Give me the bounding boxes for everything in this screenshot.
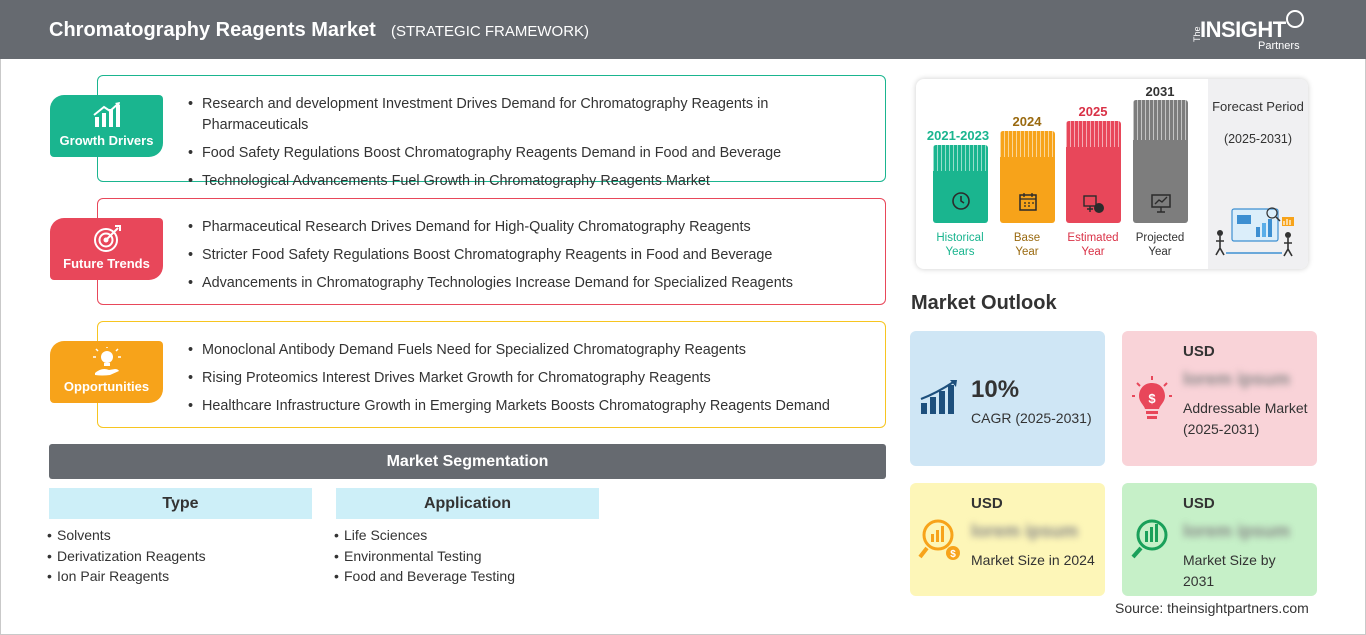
growth-drivers-list: Research and development Investment Driv… [188,94,868,199]
badge-label: Future Trends [63,256,150,271]
growth-chart-icon [93,102,120,127]
size2024-currency: USD [971,495,1003,512]
page-title: Chromatography Reagents Market [49,19,376,41]
opportunities-box: Monoclonal Antibody Demand Fuels Need fo… [97,321,886,428]
size2024-label: Market Size in 2024 [971,552,1095,568]
svg-text:$: $ [1148,391,1156,406]
opportunities-list: Monoclonal Antibody Demand Fuels Need fo… [188,340,868,424]
list-item: Research and development Investment Driv… [188,94,868,136]
segment-list-application: Life Sciences Environmental Testing Food… [334,525,515,587]
list-item: Healthcare Infrastructure Growth in Emer… [188,396,868,417]
future-trends-box: Pharmaceutical Research Drives Demand fo… [97,198,886,305]
source-text: Source: theinsightpartners.com [1115,600,1309,616]
growth-bars-icon [920,380,957,414]
header-bar: Chromatography Reagents Market (STRATEGI… [0,0,1366,59]
segment-heading-application: Application [336,488,599,519]
history-icon [952,192,970,210]
cagr-card: 10% CAGR (2025-2031) [910,331,1105,466]
badge-label: Opportunities [63,379,150,394]
presentation-icon [1151,194,1171,213]
timeline-bar-estimated [1066,121,1121,223]
size2031-label: Market Size by 2031 [1183,552,1276,589]
calendar-icon [1019,193,1037,211]
forecast-range: (2025-2031) [1223,132,1293,146]
list-item: Derivatization Reagents [47,546,206,567]
future-trends-badge: Future Trends [50,218,163,280]
list-item: Rising Proteomics Interest Drives Market… [188,368,868,389]
growth-drivers-badge: Growth Drivers [50,95,163,157]
timeline-year-base: 2024 [1012,114,1042,129]
size2024-value: lorem ipsum [971,521,1079,541]
money-bulb-icon: $ [1132,376,1172,419]
list-item: Monoclonal Antibody Demand Fuels Need fo… [188,340,868,361]
growth-drivers-box: Research and development Investment Driv… [97,75,886,192]
addressable-currency: USD [1183,343,1215,360]
insight-partners-logo: The INSIGHT Partners [1190,10,1310,52]
list-item: Advancements in Chromatography Technolog… [188,273,868,294]
list-item: Environmental Testing [334,546,515,567]
addressable-value: lorem ipsum [1183,369,1291,389]
list-item: Life Sciences [334,525,515,546]
forecast-title: Forecast Period [1212,99,1304,114]
target-icon [94,225,121,252]
timeline-year-historical: 2021-2023 [926,128,990,143]
timeline-year-estimated: 2025 [1078,104,1108,119]
opportunities-badge: Opportunities [50,341,163,403]
segment-heading-type: Type [49,488,312,519]
analytics-illustration-icon [1215,207,1294,257]
list-item: Stricter Food Safety Regulations Boost C… [188,245,868,266]
badge-label: Growth Drivers [59,133,154,148]
list-item: Food Safety Regulations Boost Chromatogr… [188,143,868,164]
future-trends-list: Pharmaceutical Research Drives Demand fo… [188,217,868,301]
segment-list-type: Solvents Derivatization Reagents Ion Pai… [47,525,206,587]
lightbulb-hand-icon [93,347,121,376]
page-subtitle: (STRATEGIC FRAMEWORK) [391,23,590,40]
estimate-icon [1083,195,1104,213]
money-growth-icon: $ [918,519,960,560]
money-magnifier-icon [1131,519,1168,559]
size2031-currency: USD [1183,495,1215,512]
market-outlook-title: Market Outlook [911,292,1057,314]
segmentation-title: Market Segmentation [49,444,886,479]
cagr-label: CAGR (2025-2031) [971,410,1092,426]
timeline-year-projected: 2031 [1145,84,1175,99]
addressable-market-card: $ USD lorem ipsum Addressable Market (20… [1122,331,1317,466]
timeline-bar-projected [1133,100,1188,223]
list-item: Food and Beverage Testing [334,566,515,587]
list-item: Technological Advancements Fuel Growth i… [188,171,868,192]
list-item: Solvents [47,525,206,546]
cagr-value: 10% [971,376,1020,403]
timeline-bar-historical [933,145,988,223]
list-item: Pharmaceutical Research Drives Demand fo… [188,217,868,238]
list-item: Ion Pair Reagents [47,566,206,587]
market-size-2024-card: $ USD lorem ipsum Market Size in 2024 [910,483,1105,596]
addressable-label: Addressable Market (2025-2031) [1183,400,1308,437]
market-size-2031-card: USD lorem ipsum Market Size by 2031 [1122,483,1317,596]
size2031-value: lorem ipsum [1183,521,1291,541]
svg-text:$: $ [950,549,956,560]
timeline-bar-base [1000,131,1055,223]
timeline-card: Forecast Period (2025-2031) 2021-2023 Hi… [916,79,1308,269]
